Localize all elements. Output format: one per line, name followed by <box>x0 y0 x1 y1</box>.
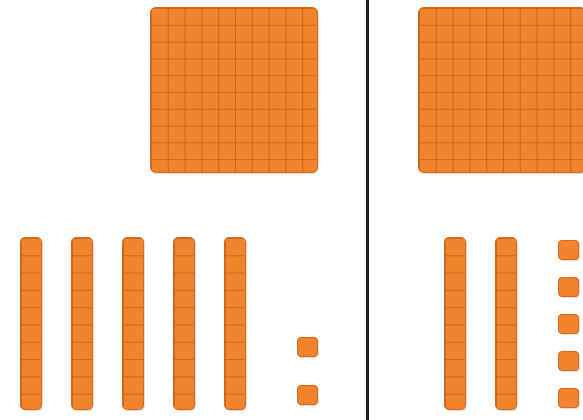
ten-rod <box>224 237 246 410</box>
unit-cube <box>297 385 318 405</box>
unit-cube <box>297 337 318 357</box>
ten-rod <box>495 237 517 410</box>
ten-rod <box>20 237 42 410</box>
ten-rod <box>444 237 466 410</box>
ten-rod <box>173 237 195 410</box>
unit-cube <box>558 240 579 260</box>
ten-rod <box>122 237 144 410</box>
unit-cube <box>558 388 579 408</box>
unit-cube <box>558 351 579 371</box>
ten-rod <box>71 237 93 410</box>
divider-line <box>366 0 369 420</box>
hundred-flat <box>150 7 318 173</box>
unit-cube <box>558 314 579 334</box>
hundred-flat <box>418 7 583 173</box>
unit-cube <box>558 277 579 297</box>
